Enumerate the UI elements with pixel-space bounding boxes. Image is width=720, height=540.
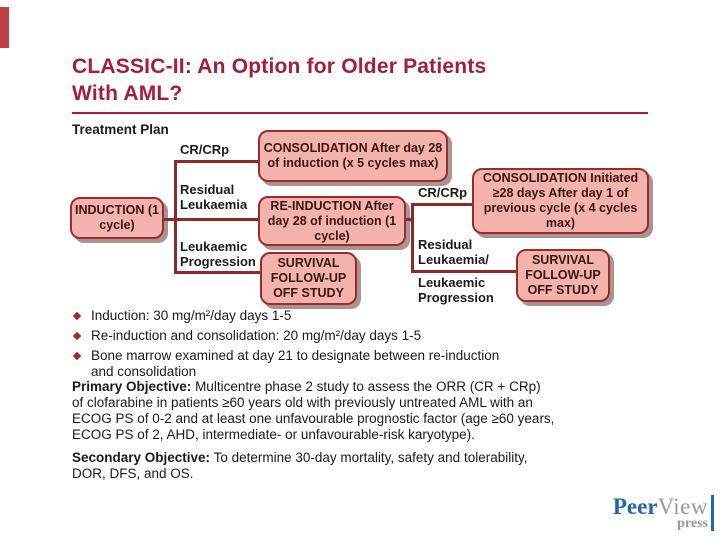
bullet-item: Bone marrow examined at day 21 to design… bbox=[72, 348, 652, 380]
peerview-brand: PeerView bbox=[613, 495, 708, 518]
primary-objective-label: Primary Objective: bbox=[72, 379, 192, 394]
secondary-objective-text: To determine 30-day mortality, safety an… bbox=[72, 450, 528, 481]
objectives-section: Primary Objective: Multicentre phase 2 s… bbox=[72, 379, 664, 489]
leukaemic-progression-label-right: Leukaemic Progression bbox=[418, 275, 494, 305]
bullet-list: Induction: 30 mg/m²/day days 1-5 Re-indu… bbox=[72, 308, 652, 384]
consolidation-first-box: CONSOLIDATION After day 28 of induction … bbox=[258, 130, 448, 182]
crcrp-label-left: CR/CRp bbox=[180, 142, 230, 157]
survival-followup-box-right: SURVIVAL FOLLOW-UP OFF STUDY bbox=[516, 249, 610, 302]
connector-line bbox=[404, 218, 414, 221]
peerview-logo-text: PeerView press bbox=[613, 495, 708, 531]
primary-objective-text: Multicentre phase 2 study to assess the … bbox=[72, 379, 555, 442]
title-underline bbox=[72, 112, 648, 114]
connector-line bbox=[174, 271, 262, 274]
connector-line bbox=[174, 160, 177, 274]
bullet-text: Re-induction and consolidation: 20 mg/m²… bbox=[91, 328, 422, 343]
survival-followup-box-left: SURVIVAL FOLLOW-UP OFF STUDY bbox=[260, 252, 357, 305]
connector-line bbox=[164, 218, 176, 221]
residual-leukaemia-label-right: Residual Leukaemia/ bbox=[418, 237, 489, 267]
bullet-text: Induction: 30 mg/m²/day days 1-5 bbox=[91, 308, 292, 323]
logo-divider-bar bbox=[711, 495, 714, 531]
diamond-bullet-icon bbox=[72, 311, 82, 321]
bullet-item: Induction: 30 mg/m²/day days 1-5 bbox=[72, 308, 652, 324]
diamond-bullet-icon bbox=[72, 351, 82, 361]
bullet-item: Re-induction and consolidation: 20 mg/m²… bbox=[72, 328, 652, 344]
crcrp-label-right: CR/CRp bbox=[418, 185, 468, 200]
secondary-objective: Secondary Objective: To determine 30-day… bbox=[72, 450, 664, 482]
connector-line bbox=[411, 203, 472, 206]
diamond-bullet-icon bbox=[72, 331, 82, 341]
induction-box: INDUCTION (1 cycle) bbox=[70, 197, 164, 239]
connector-line bbox=[174, 218, 258, 221]
connector-line bbox=[411, 203, 414, 273]
leukaemic-progression-label-left: Leukaemic Progression bbox=[180, 239, 256, 269]
connector-line bbox=[174, 160, 258, 163]
secondary-objective-label: Secondary Objective: bbox=[72, 450, 211, 465]
slide-title: CLASSIC-II: An Option for Older Patients… bbox=[72, 55, 487, 105]
peerview-logo: PeerView press bbox=[613, 495, 714, 531]
consolidation-second-box: CONSOLIDATION Initiated ≥28 days After d… bbox=[472, 168, 649, 234]
connector-line bbox=[411, 270, 518, 273]
primary-objective: Primary Objective: Multicentre phase 2 s… bbox=[72, 379, 664, 443]
logo-peer-text: Peer bbox=[612, 494, 658, 519]
residual-leukaemia-label-left: Residual Leukaemia bbox=[180, 182, 248, 212]
corner-accent-bar bbox=[0, 7, 9, 48]
reinduction-box: RE-INDUCTION After day 28 of induction (… bbox=[258, 196, 406, 246]
treatment-plan-heading: Treatment Plan bbox=[72, 122, 169, 137]
logo-press-text: press bbox=[677, 516, 708, 531]
logo-view-text: View bbox=[657, 494, 708, 519]
bullet-text: Bone marrow examined at day 21 to design… bbox=[91, 348, 500, 379]
